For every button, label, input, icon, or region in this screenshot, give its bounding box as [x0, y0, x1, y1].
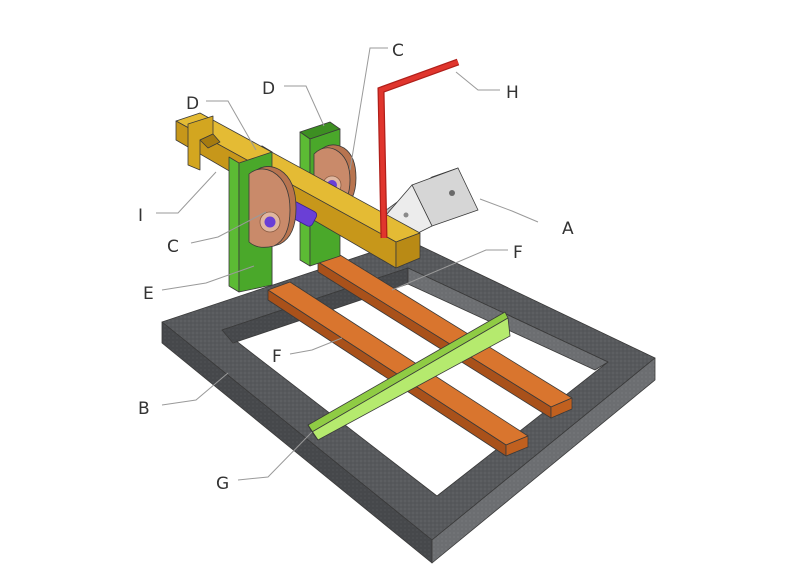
- bracket-hole: [449, 190, 455, 196]
- rail-left: [267, 281, 529, 457]
- leader-c-left: [190, 211, 267, 244]
- leader-a: [479, 198, 539, 223]
- label-a: A: [562, 219, 574, 239]
- labels: A B C C D D E F F G H I: [138, 41, 574, 494]
- bearing-left: [248, 166, 297, 248]
- label-c-top: C: [392, 41, 404, 61]
- handle: [377, 58, 460, 239]
- leader-b: [161, 372, 229, 406]
- label-b: B: [138, 399, 150, 419]
- leader-lines: [156, 47, 539, 481]
- leader-d-right: [284, 85, 325, 127]
- label-e: E: [143, 284, 154, 304]
- leader-f-left: [289, 337, 343, 355]
- label-h: H: [506, 83, 519, 103]
- label-d-right: D: [262, 79, 275, 99]
- label-c-left: C: [167, 237, 179, 257]
- leader-f-right: [391, 249, 508, 291]
- label-g: G: [216, 474, 229, 494]
- leader-d-left: [206, 100, 257, 151]
- label-f-left: F: [272, 347, 282, 367]
- label-d-left: D: [186, 94, 199, 114]
- label-i: I: [138, 206, 143, 226]
- leader-i: [156, 171, 217, 214]
- leader-g: [237, 431, 313, 481]
- bracket-hole: [403, 212, 409, 218]
- leader-e: [161, 265, 255, 291]
- label-f-right: F: [513, 243, 523, 263]
- fence: [307, 311, 511, 441]
- axle-left: [264, 216, 276, 228]
- leader-h: [455, 71, 500, 91]
- leader-c-top: [349, 47, 388, 171]
